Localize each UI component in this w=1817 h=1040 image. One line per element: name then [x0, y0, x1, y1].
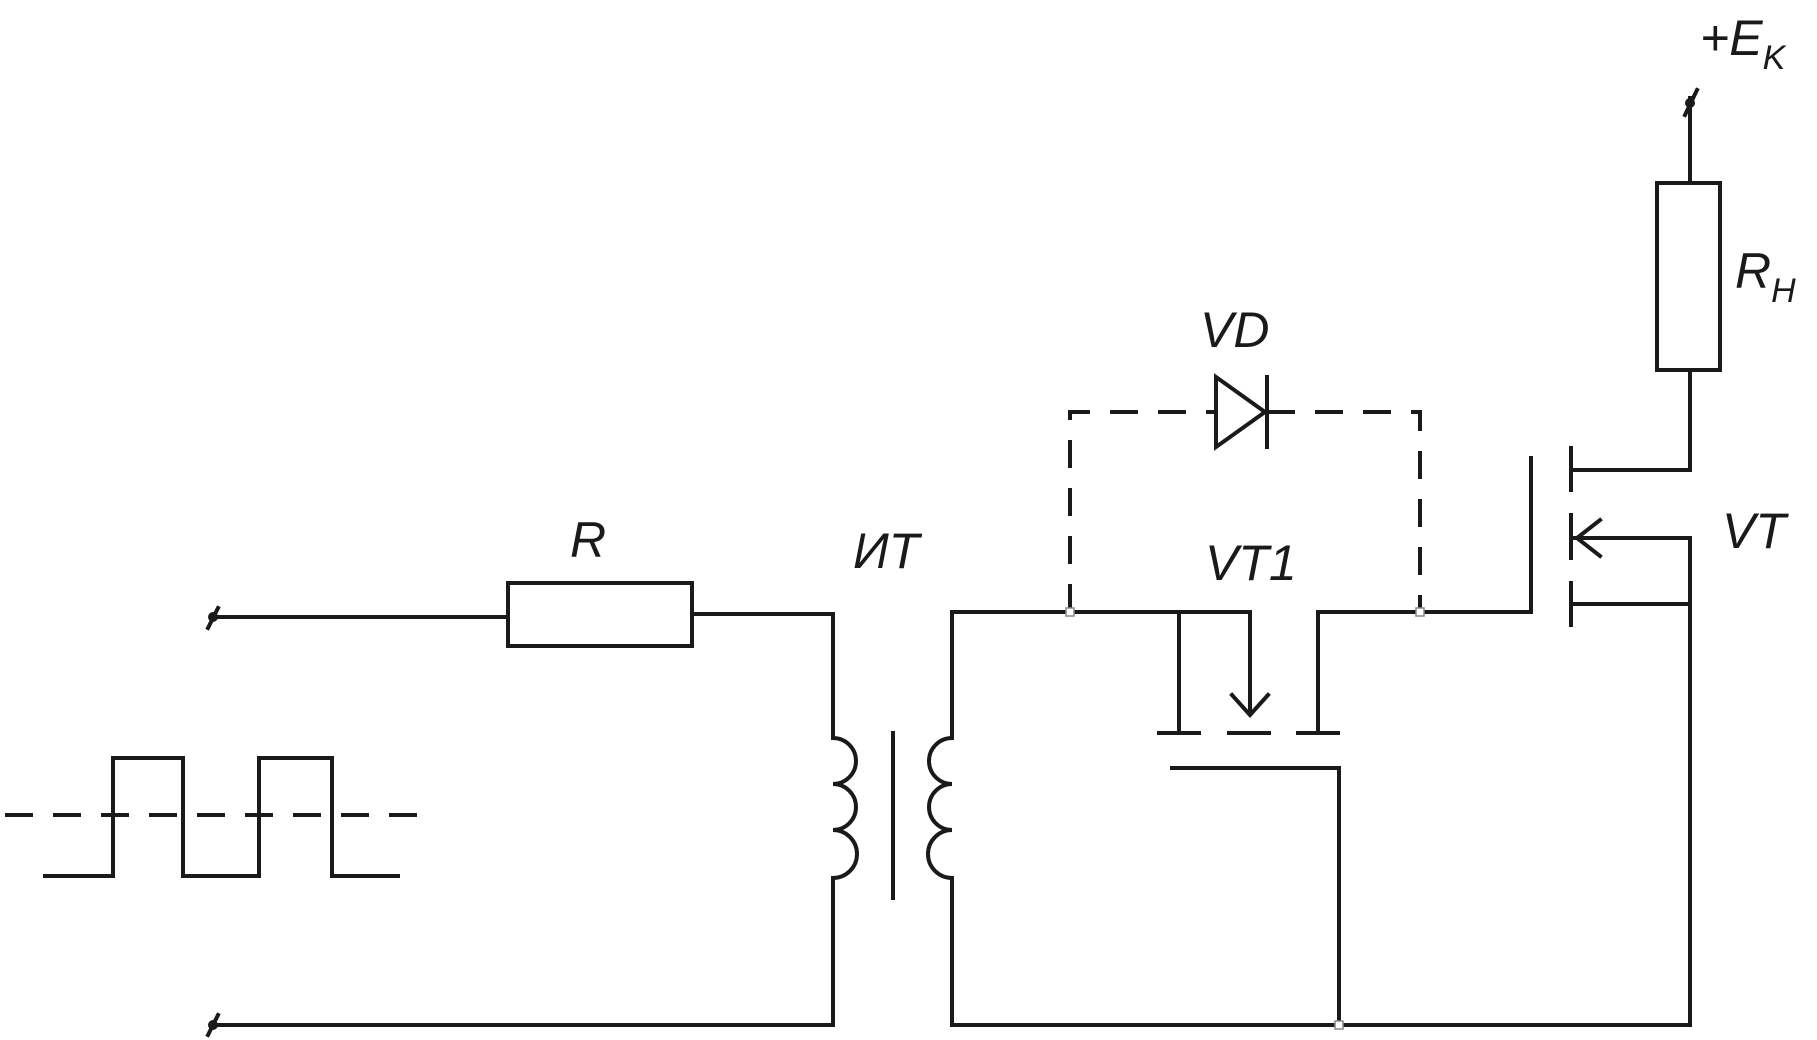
- diode-icon: [1214, 373, 1269, 451]
- mosfet-vt1-icon: [1157, 692, 1340, 735]
- junction-markers: [1065, 607, 1425, 1030]
- pulse-waveform-icon: [5, 756, 435, 878]
- diode-label: VD: [1200, 302, 1269, 358]
- transformer-label: ИТ: [853, 523, 923, 579]
- load-label: RH: [1735, 243, 1796, 310]
- transformer-icon: [830, 731, 955, 900]
- resistor-icon: [506, 581, 694, 648]
- load-resistor-icon: [1655, 181, 1722, 372]
- vt1-label: VT1: [1205, 535, 1297, 591]
- vt-label: VT: [1722, 503, 1789, 559]
- secondary-wiring: [950, 610, 1692, 1027]
- resistor-label: R: [570, 512, 606, 568]
- supply-label: +EK: [1700, 10, 1787, 77]
- input-wiring: [213, 612, 835, 1027]
- mosfet-vt-icon: [1529, 326, 1692, 1027]
- supply-terminal-icon: [1682, 87, 1700, 118]
